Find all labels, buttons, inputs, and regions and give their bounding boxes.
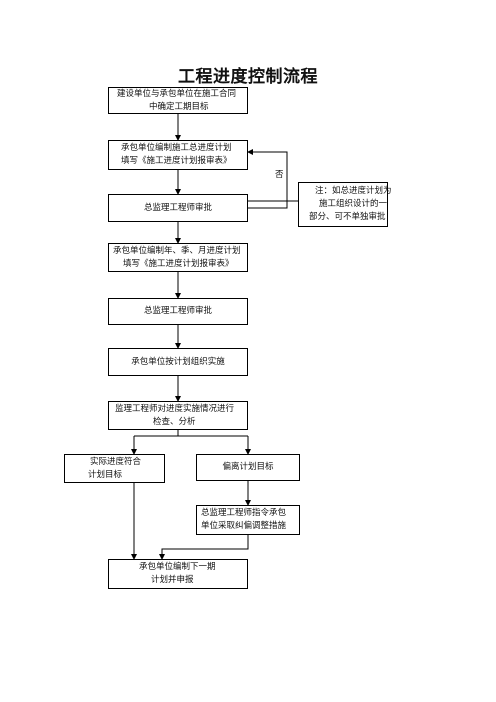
node-contract-target: 建设单位与承包单位在施工合同 中确定工期目标 bbox=[108, 87, 248, 114]
note-line: 施工组织设计的一 bbox=[319, 199, 388, 209]
node-line: 监理工程师对进度实施情况进行 bbox=[115, 403, 235, 414]
node-line: 实际进度符合 bbox=[90, 456, 142, 467]
node-progress-check: 监理工程师对进度实施情况进行 检查、分析 bbox=[108, 401, 248, 430]
node-next-plan: 承包单位编制下一期 计划并申报 bbox=[108, 559, 248, 589]
node-line: 中确定工期目标 bbox=[149, 101, 209, 112]
node-chief-approval-2: 总监理工程师审批 bbox=[108, 298, 248, 325]
page-title: 工程进度控制流程 bbox=[178, 67, 318, 87]
node-line: 总监理工程师审批 bbox=[143, 202, 212, 213]
node-line: 建设单位与承包单位在施工合同 bbox=[117, 88, 237, 99]
node-line: 承包单位按计划组织实施 bbox=[131, 356, 225, 367]
node-line: 填写《施工进度计划报审表》 bbox=[121, 156, 232, 166]
node-master-schedule: 承包单位编制施工总进度计划 填写《施工进度计划报审表》 bbox=[108, 140, 248, 170]
node-line: 偏离计划目标 bbox=[222, 462, 274, 472]
node-line: 承包单位编制下一期 bbox=[139, 562, 216, 572]
node-off-target: 偏离计划目标 bbox=[196, 454, 300, 481]
node-line: 检查、分析 bbox=[153, 416, 196, 427]
node-line: 计划目标 bbox=[88, 469, 123, 480]
note-box: 注：如总进度计划为 施工组织设计的一 部分、可不单独审批 bbox=[298, 182, 392, 227]
node-chief-approval-1: 总监理工程师审批 bbox=[108, 194, 248, 222]
reject-label: 否 bbox=[275, 170, 284, 180]
node-line: 填写《施工进度计划报审表》 bbox=[123, 258, 234, 269]
node-line: 总监理工程师审批 bbox=[143, 306, 212, 316]
reject-loop-line bbox=[247, 149, 288, 209]
note-line: 部分、可不单独审批 bbox=[309, 212, 386, 222]
node-periodic-schedule: 承包单位编制年、季、月进度计划 填写《施工进度计划报审表》 bbox=[108, 243, 248, 272]
node-line: 总监理工程师指令承包 bbox=[201, 508, 287, 518]
join-n10-n11 bbox=[159, 535, 249, 560]
node-line: 承包单位编制年、季、月进度计划 bbox=[113, 245, 241, 256]
node-implementation: 承包单位按计划组织实施 bbox=[108, 348, 248, 376]
node-on-target: 实际进度符合 计划目标 bbox=[64, 454, 165, 483]
node-line: 承包单位编制施工总进度计划 bbox=[121, 143, 232, 153]
node-line: 单位采取纠偏调整措施 bbox=[201, 521, 287, 531]
note-line: 注：如总进度计划为 bbox=[315, 186, 392, 196]
node-line: 计划并申报 bbox=[151, 575, 194, 585]
node-corrective-measures: 总监理工程师指令承包 单位采取纠偏调整措施 bbox=[196, 505, 300, 535]
